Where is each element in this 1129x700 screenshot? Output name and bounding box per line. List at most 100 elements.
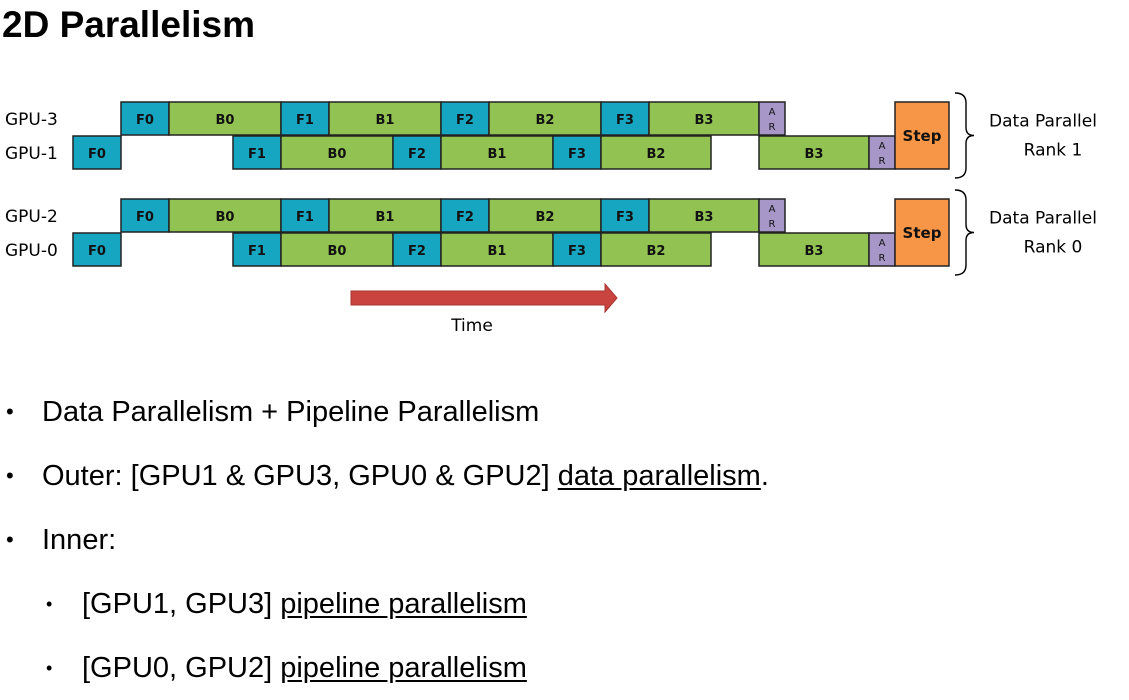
block-label: B0 — [216, 210, 235, 225]
forward-block — [120, 198, 170, 233]
forward-block — [440, 101, 490, 136]
rank-label: Data Parallel — [989, 209, 1097, 229]
block-label: B0 — [216, 113, 235, 128]
allreduce-block — [758, 198, 786, 233]
step-block — [894, 101, 950, 170]
backward-block — [758, 232, 870, 267]
time-arrow-icon — [350, 282, 618, 314]
forward-block — [600, 101, 650, 136]
block-label: B3 — [805, 147, 824, 162]
block-label: F3 — [616, 113, 634, 128]
forward-block — [120, 101, 170, 136]
time-label: Time — [450, 316, 493, 336]
bullet-text: Outer: [GPU1 & GPU3, GPU0 & GPU2] — [42, 460, 558, 492]
forward-block — [392, 135, 442, 170]
step-label: Step — [903, 127, 942, 145]
step-block — [894, 198, 950, 267]
block-label: F3 — [568, 244, 586, 259]
block-label: B1 — [488, 244, 507, 259]
block-label: B2 — [536, 210, 555, 225]
bullet-text: [GPU0, GPU2] — [82, 652, 281, 684]
backward-block — [600, 232, 712, 267]
allreduce-label: R — [769, 122, 776, 133]
bullet-dot-icon: • — [46, 594, 53, 614]
block-label: F2 — [456, 210, 474, 225]
block-label: F0 — [136, 210, 154, 225]
bullet-text: Inner: — [42, 524, 117, 556]
forward-block — [552, 232, 602, 267]
rank-label: Rank 0 — [1024, 238, 1083, 258]
sub-bullet-item: • [GPU0, GPU2] pipeline parallelism — [0, 636, 769, 700]
bullet-item: • Inner: — [0, 508, 769, 572]
backward-block — [600, 135, 712, 170]
bullet-dot-icon: • — [6, 527, 14, 552]
allreduce-label: R — [879, 253, 886, 264]
block-label: B0 — [328, 244, 347, 259]
bullet-suffix: . — [760, 460, 769, 492]
block-label: F0 — [88, 147, 106, 162]
block-label: B2 — [647, 147, 666, 162]
bullet-text: Data Parallelism + Pipeline Parallelism — [42, 396, 540, 428]
backward-block — [440, 135, 554, 170]
block-label: B1 — [376, 210, 395, 225]
block-label: B3 — [805, 244, 824, 259]
brace-icon — [954, 92, 975, 179]
block-label: F0 — [88, 244, 106, 259]
bullet-item: • Outer: [GPU1 & GPU3, GPU0 & GPU2] data… — [0, 444, 769, 508]
allreduce-label: R — [879, 156, 886, 167]
allreduce-block — [758, 101, 786, 136]
block-label: F2 — [408, 244, 426, 259]
block-label: B3 — [695, 210, 714, 225]
gpu-label: GPU-1 — [5, 144, 58, 164]
block-label: B1 — [488, 147, 507, 162]
backward-block — [280, 135, 394, 170]
block-label: F1 — [296, 210, 314, 225]
brace-icon — [954, 189, 975, 276]
backward-block — [488, 198, 602, 233]
bullet-item: • Data Parallelism + Pipeline Parallelis… — [0, 380, 769, 444]
backward-block — [168, 198, 282, 233]
block-label: F3 — [568, 147, 586, 162]
block-label: B3 — [695, 113, 714, 128]
data-parallelism-link[interactable]: data parallelism — [557, 460, 761, 492]
allreduce-label: A — [879, 141, 886, 152]
backward-block — [758, 135, 870, 170]
gpu-label: GPU-3 — [5, 110, 58, 130]
allreduce-label: A — [879, 238, 886, 249]
bullet-dot-icon: • — [6, 463, 14, 488]
block-label: F2 — [456, 113, 474, 128]
sub-bullet-item: • [GPU1, GPU3] pipeline parallelism — [0, 572, 769, 636]
step-label: Step — [903, 224, 942, 242]
block-label: B2 — [647, 244, 666, 259]
backward-block — [328, 198, 442, 233]
backward-block — [168, 101, 282, 136]
backward-block — [280, 232, 394, 267]
bullet-text: [GPU1, GPU3] — [82, 588, 281, 620]
backward-block — [648, 101, 760, 136]
backward-block — [648, 198, 760, 233]
block-label: B1 — [376, 113, 395, 128]
pipeline-parallelism-link[interactable]: pipeline parallelism — [280, 652, 527, 684]
allreduce-label: R — [769, 219, 776, 230]
forward-block — [72, 232, 122, 267]
block-label: F3 — [616, 210, 634, 225]
pipeline-parallelism-link[interactable]: pipeline parallelism — [280, 588, 527, 620]
gpu-label: GPU-2 — [5, 207, 58, 227]
block-label: B2 — [536, 113, 555, 128]
block-label: F1 — [248, 147, 266, 162]
block-label: F0 — [136, 113, 154, 128]
forward-block — [280, 101, 330, 136]
block-label: B0 — [328, 147, 347, 162]
block-label: F2 — [408, 147, 426, 162]
bullet-dot-icon: • — [6, 399, 14, 424]
block-label: F1 — [296, 113, 314, 128]
bullet-dot-icon: • — [46, 658, 53, 678]
forward-block — [280, 198, 330, 233]
backward-block — [488, 101, 602, 136]
rank-label: Data Parallel — [989, 112, 1097, 132]
block-label: F1 — [248, 244, 266, 259]
allreduce-label: A — [769, 107, 776, 118]
page-title: 2D Parallelism — [2, 4, 255, 45]
rank-label: Rank 1 — [1024, 141, 1083, 161]
